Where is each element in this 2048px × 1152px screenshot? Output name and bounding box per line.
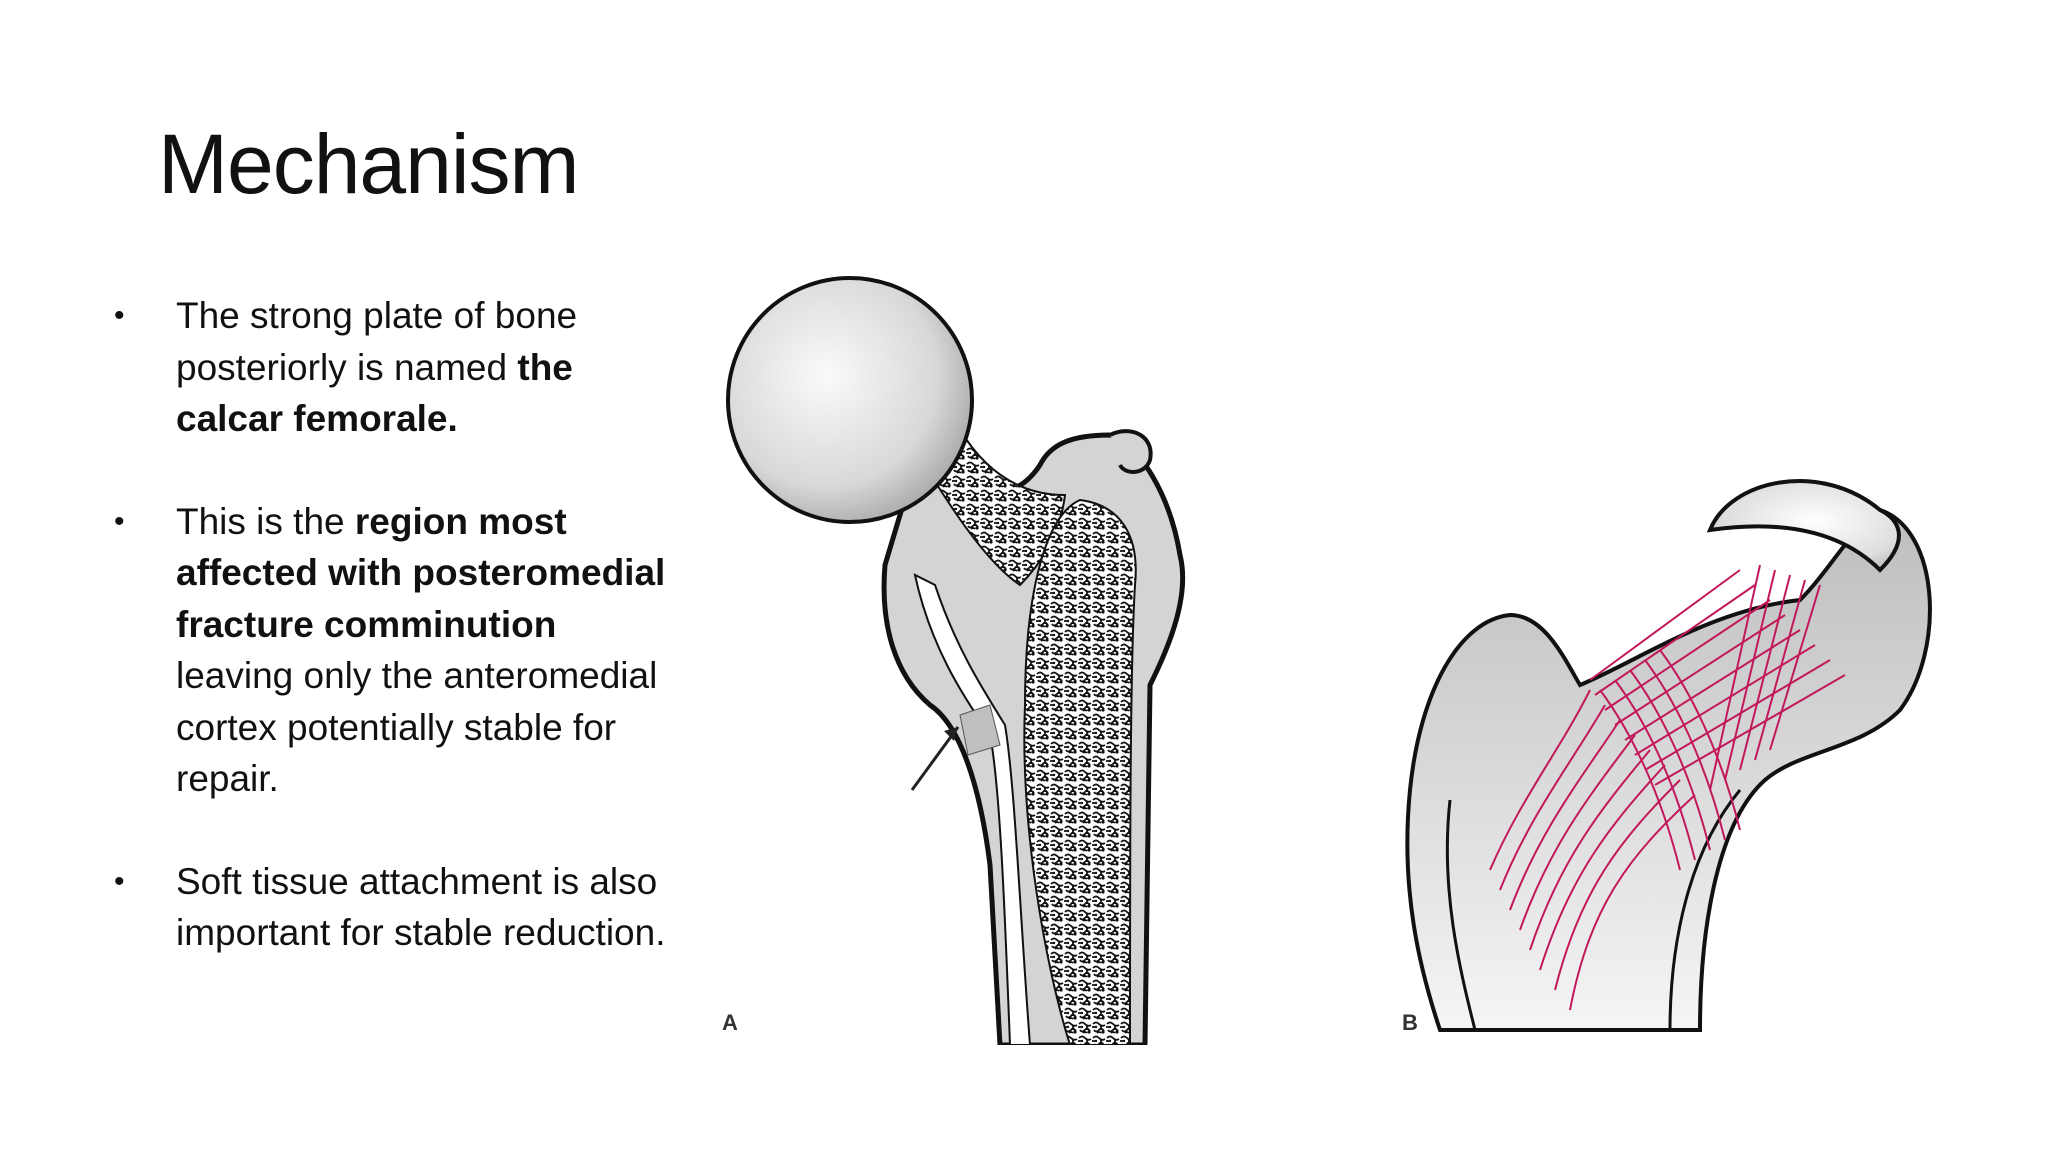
bullet-text: The strong plate of bone posteriorly is … — [176, 295, 578, 388]
figure-a: A — [700, 265, 1260, 1048]
bullet-marker: • — [114, 864, 125, 898]
bullet-text: Soft tissue attachment is also important… — [176, 860, 666, 954]
bullet-text-bold: region most affected with posteromedial … — [176, 500, 666, 645]
figure-b: B — [1380, 470, 1940, 1050]
bullet-item: • The strong plate of bone posteriorly i… — [112, 290, 672, 445]
figure-a-label: A — [722, 1010, 738, 1035]
bullet-text: This is the — [176, 500, 355, 542]
femur-cross-section-illustration — [726, 276, 1186, 1048]
slide-title: Mechanism — [158, 117, 579, 211]
bullet-item: • This is the region most affected with … — [112, 496, 672, 805]
femur-trabecular-lines-illustration — [1405, 479, 1932, 1032]
bullet-text-bold: the calcar femorale. — [176, 346, 573, 440]
figure-b-label: B — [1402, 1010, 1418, 1035]
bullet-item: • Soft tissue attachment is also importa… — [112, 856, 672, 959]
bullet-text: leaving only the anteromedial cortex pot… — [176, 655, 658, 799]
bullet-marker: • — [114, 504, 125, 538]
bullet-marker: • — [114, 299, 125, 332]
bullet-list: • The strong plate of bone posteriorly i… — [112, 290, 672, 1010]
